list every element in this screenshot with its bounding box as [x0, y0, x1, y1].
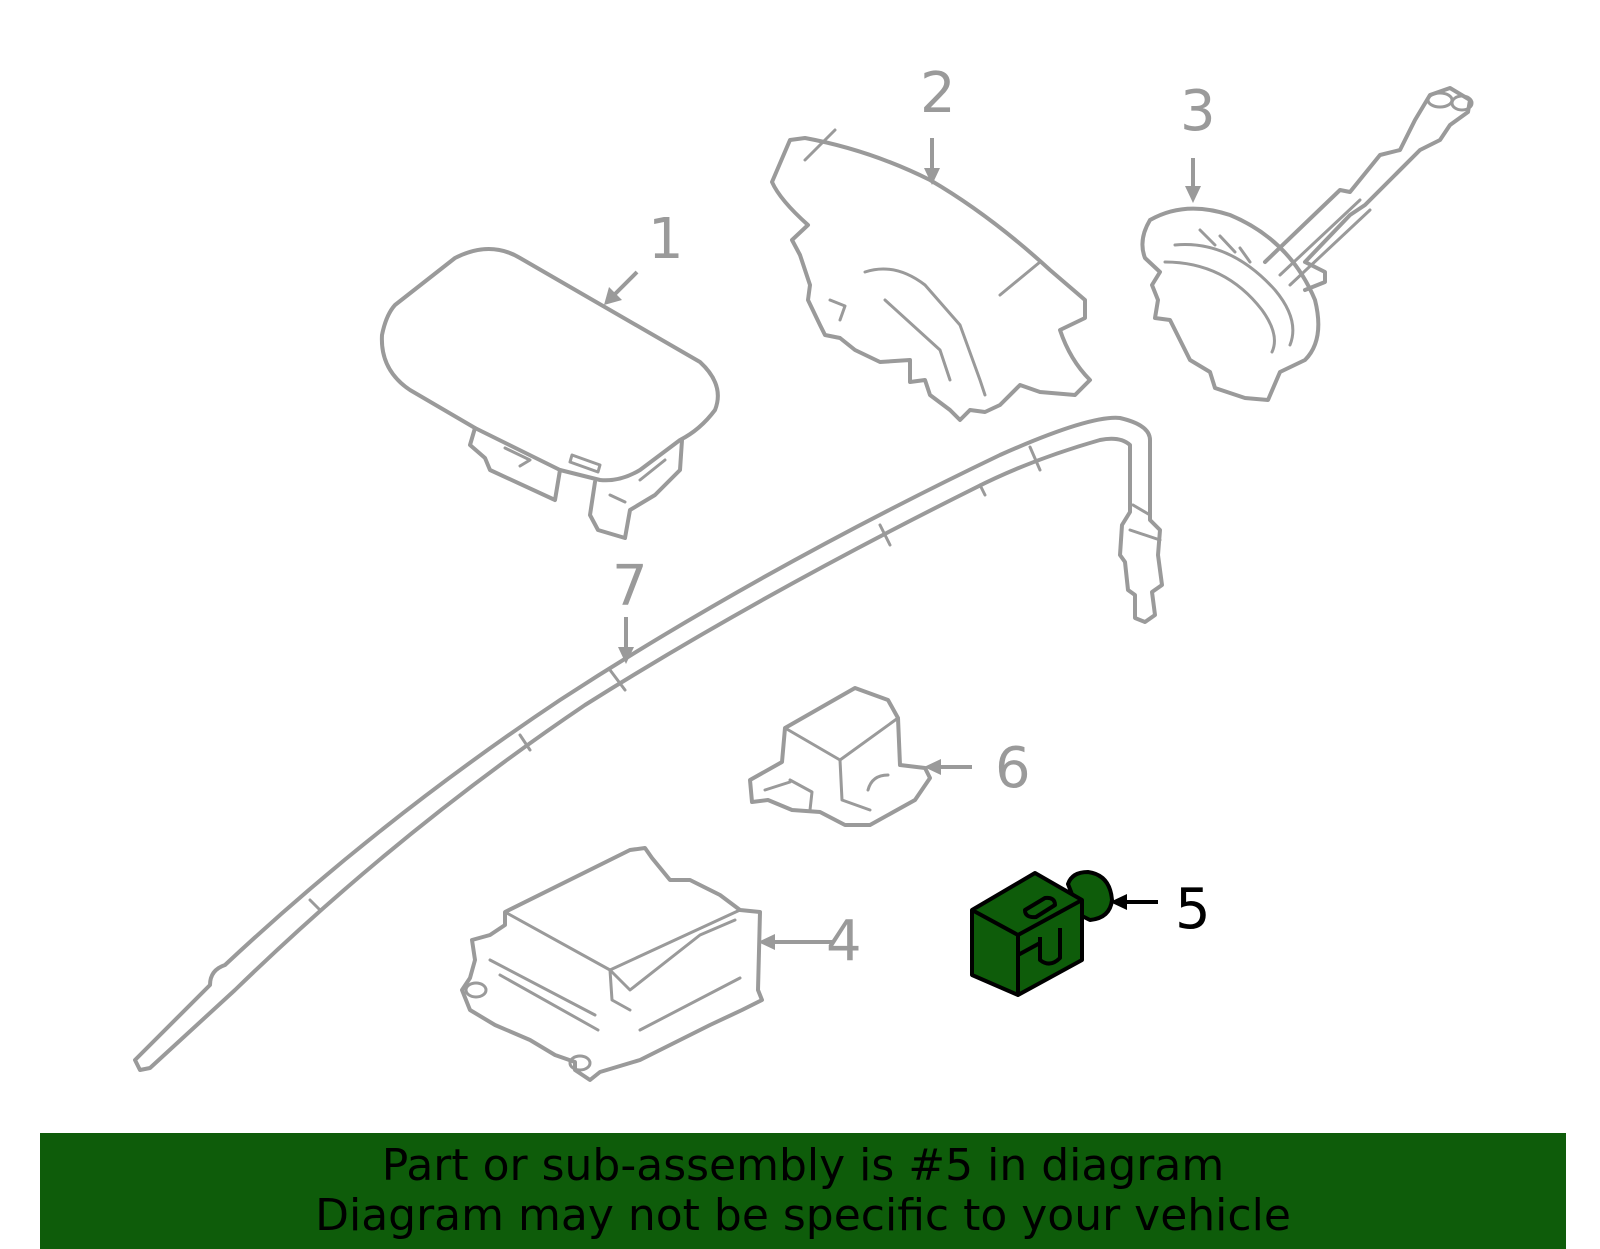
- callout-arrows: [604, 138, 1201, 950]
- callout-3: 3: [1180, 79, 1216, 144]
- arrowhead-2: [924, 168, 940, 185]
- arrowhead-5: [1110, 894, 1127, 910]
- part-2-driver-airbag[interactable]: [770, 128, 1092, 422]
- banner-line-2: Diagram may not be specific to your vehi…: [315, 1190, 1291, 1241]
- part-3-clock-spring[interactable]: [1140, 86, 1474, 402]
- callout-7: 7: [612, 554, 648, 619]
- arrowhead-1: [604, 287, 622, 305]
- banner-line-1: Part or sub-assembly is #5 in diagram: [381, 1140, 1225, 1191]
- part-1-passenger-airbag[interactable]: [379, 247, 720, 540]
- callout-4: 4: [826, 909, 862, 974]
- callout-5: 5: [1175, 877, 1211, 942]
- part-7-curtain-airbag[interactable]: [133, 415, 1164, 1072]
- part-5-highlighted-sensor[interactable]: [970, 870, 1114, 997]
- part-6-impact-sensor[interactable]: [748, 686, 932, 827]
- callout-1: 1: [648, 207, 684, 272]
- part-4-control-module[interactable]: [460, 846, 764, 1082]
- info-banner: Part or sub-assembly is #5 in diagram Di…: [40, 1133, 1566, 1249]
- callout-2: 2: [920, 61, 956, 126]
- arrowhead-4: [758, 934, 775, 950]
- arrowhead-6: [924, 759, 941, 775]
- arrowhead-3: [1185, 186, 1201, 203]
- arrow-1: [610, 270, 639, 299]
- callout-6: 6: [995, 736, 1031, 801]
- arrowhead-7: [618, 647, 634, 664]
